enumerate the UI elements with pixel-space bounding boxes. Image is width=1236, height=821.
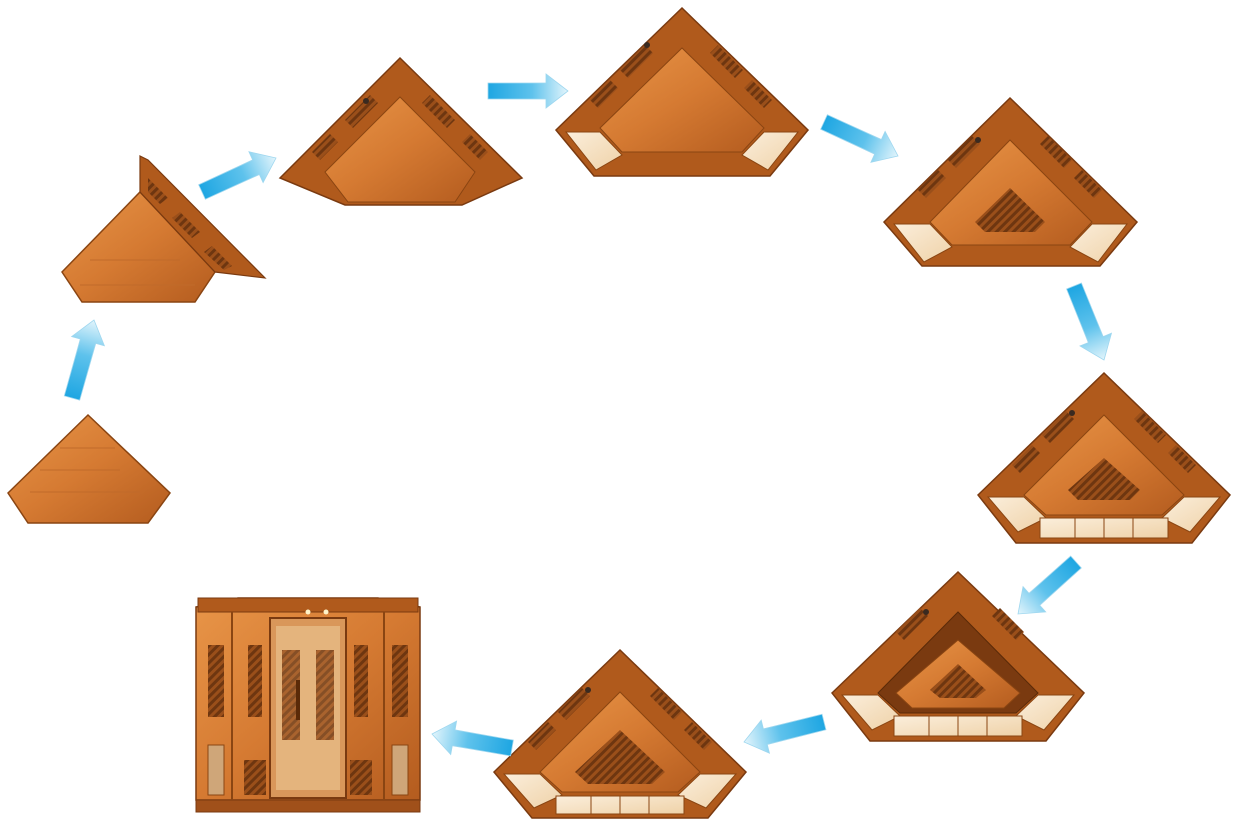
flow-arrow-7: [740, 706, 828, 759]
step-3-back-walls: [280, 58, 522, 205]
flow-arrow-5: [1058, 280, 1120, 367]
flow-arrow-3: [488, 74, 568, 108]
step-4-side-panels: [556, 8, 808, 176]
flow-arrow-2: [195, 143, 283, 208]
step-9-assembled-sauna: [196, 598, 420, 812]
flow-arrow-1: [56, 315, 111, 402]
flow-arrow-4: [817, 107, 905, 172]
step-8-bench-back-heater: [494, 650, 746, 818]
flow-arrow-8: [429, 717, 515, 764]
step-6-front-floor-heaters: [978, 373, 1230, 543]
step-1-floor-base: [8, 415, 170, 523]
flow-arrow-6: [1007, 549, 1088, 626]
step-5-floor-heater: [884, 98, 1137, 266]
